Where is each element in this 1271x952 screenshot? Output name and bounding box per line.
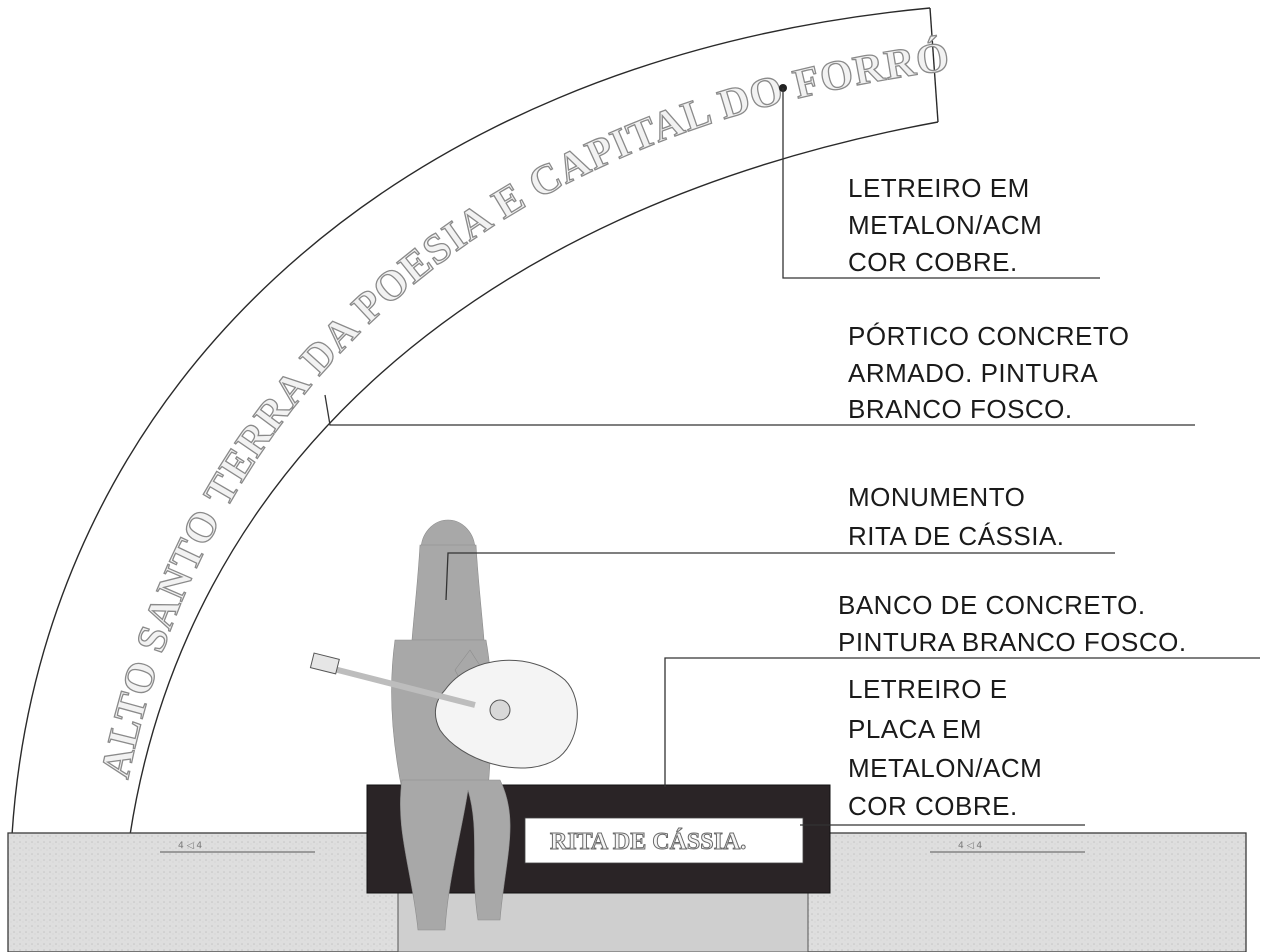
callout-banco-line-1: BANCO DE CONCRETO. — [838, 590, 1146, 620]
callout-monumento-line-1: MONUMENTO — [848, 482, 1025, 512]
portico-arch — [11, 7, 939, 836]
leader-portico — [324, 394, 1195, 426]
callout-portico: PÓRTICO CONCRETO ARMADO. PINTURA BRANCO … — [848, 321, 1130, 424]
arch-end-cap — [929, 7, 939, 123]
callout-placa-line-2: PLACA EM — [848, 714, 982, 744]
callout-letreiro-line-2: METALON/ACM — [848, 210, 1042, 240]
callout-placa-line-1: LETREIRO E — [848, 674, 1008, 704]
guitar-neck — [329, 665, 476, 708]
guitar-headstock — [309, 652, 340, 675]
guitar — [309, 652, 578, 769]
callout-letreiro-line-3: COR COBRE. — [848, 247, 1018, 277]
statue-legs — [400, 779, 511, 931]
bench-base — [397, 889, 809, 952]
ground-mark-left: 4 ◁ 4 — [178, 841, 202, 851]
callout-banco-line-2: PINTURA BRANCO FOSCO. — [838, 627, 1187, 657]
callout-portico-line-2: ARMADO. PINTURA — [848, 358, 1098, 388]
arch-outer-edge — [11, 7, 931, 836]
callout-placa-line-3: METALON/ACM — [848, 753, 1042, 783]
callout-letreiro-line-1: LETREIRO EM — [848, 173, 1030, 203]
bench-plaque-text: RITA DE CÁSSIA. — [550, 829, 746, 855]
callout-portico-line-3: BRANCO FOSCO. — [848, 394, 1073, 424]
callout-banco: BANCO DE CONCRETO. PINTURA BRANCO FOSCO. — [838, 590, 1187, 657]
guitar-soundhole — [489, 699, 511, 721]
ground-mark-right: 4 ◁ 4 — [958, 841, 982, 851]
callout-portico-line-1: PÓRTICO CONCRETO — [848, 321, 1130, 351]
leader-monumento — [445, 552, 1115, 601]
arch-inner-edge — [129, 121, 939, 836]
leader-banco — [664, 657, 1260, 787]
callout-monumento-line-2: RITA DE CÁSSIA. — [848, 521, 1065, 551]
callout-letreiro-metalon: LETREIRO EM METALON/ACM COR COBRE. — [848, 173, 1042, 277]
callout-monumento: MONUMENTO RITA DE CÁSSIA. — [848, 482, 1065, 551]
callout-letreiro-placa: LETREIRO E PLACA EM METALON/ACM COR COBR… — [848, 674, 1042, 821]
callout-leaders — [324, 84, 1260, 826]
callout-placa-line-4: COR COBRE. — [848, 791, 1018, 821]
leader-letreiro — [782, 88, 1100, 279]
bench-plaque — [524, 817, 804, 864]
